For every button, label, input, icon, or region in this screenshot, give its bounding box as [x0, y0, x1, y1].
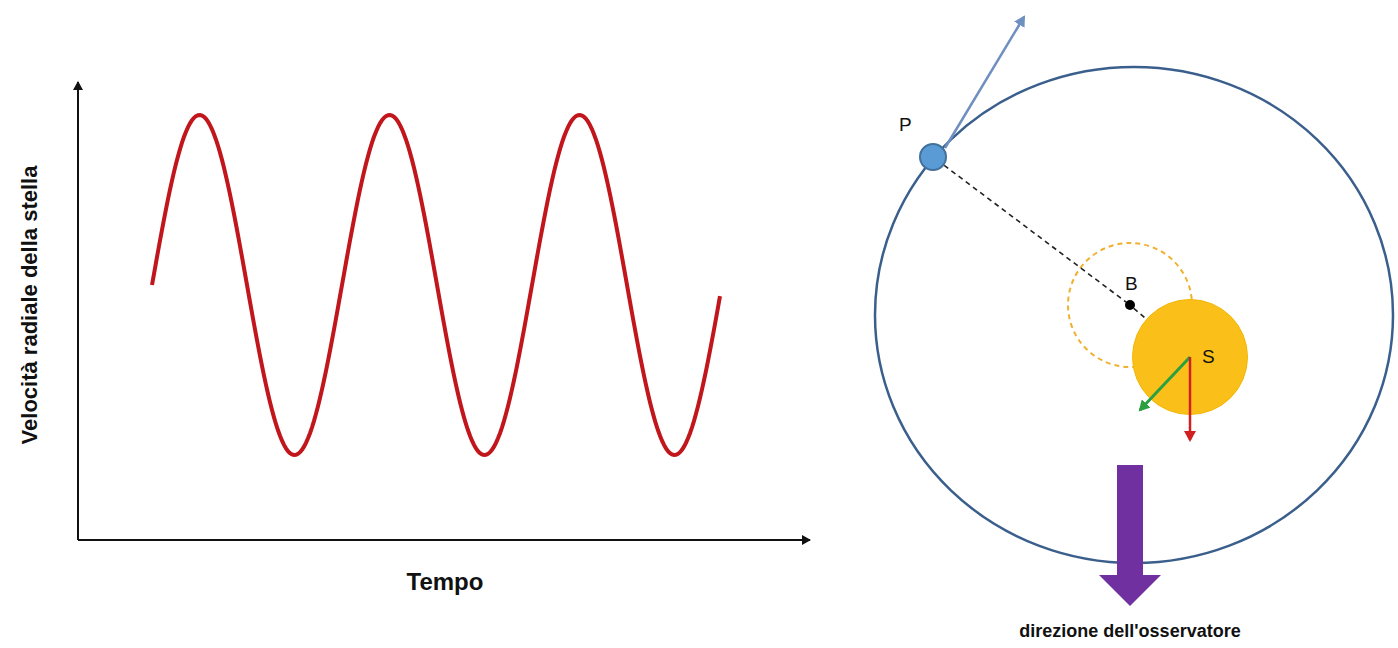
barycenter-dot: B: [1125, 300, 1135, 310]
planet-velocity: [945, 17, 1024, 148]
dashed-connector: [1134, 308, 1146, 319]
dashed-connector: [944, 165, 1126, 302]
observer-arrow: [1099, 465, 1161, 606]
axis-title: Tempo: [407, 569, 484, 595]
node-label: B: [1125, 274, 1138, 295]
node-outline: [1125, 300, 1135, 310]
velocity-curve: [152, 115, 720, 455]
radial-velocity: [1189, 357, 1192, 440]
direction-label: direzione dell'osservatore: [1019, 622, 1240, 642]
y-axis: [77, 82, 79, 540]
node-label: S: [1202, 347, 1215, 368]
planet-circle: P: [919, 143, 947, 171]
node-label: P: [899, 115, 912, 136]
node-outline: [919, 143, 947, 171]
x-axis: [78, 539, 810, 541]
axis-title: Velocità radiale della stella: [18, 166, 42, 445]
star-circle: S: [1132, 299, 1248, 415]
star-velocity: [1140, 357, 1190, 410]
node-outline: [1132, 299, 1248, 415]
